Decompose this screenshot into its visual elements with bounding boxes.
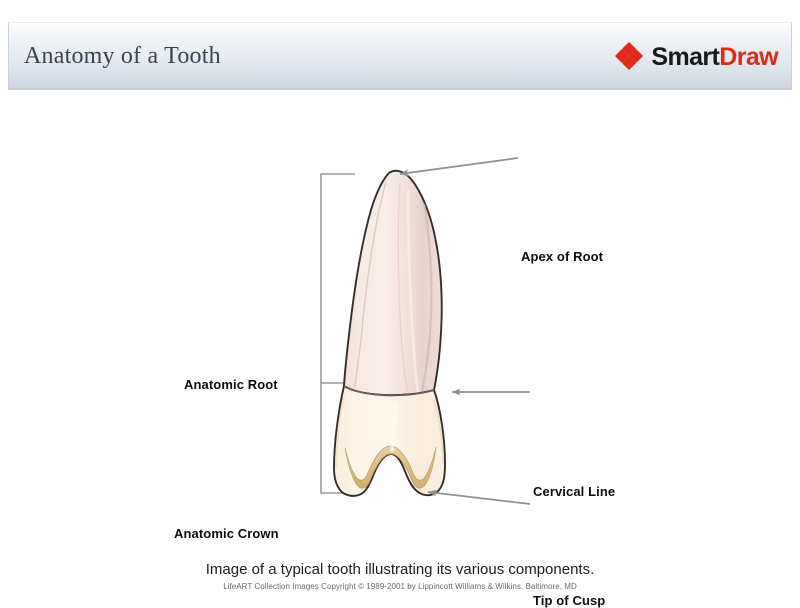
smartdraw-wordmark: SmartDraw bbox=[651, 44, 778, 70]
root-shading-left bbox=[354, 181, 387, 388]
label-cervical-line: Cervical Line bbox=[533, 484, 616, 499]
root-highlight bbox=[406, 190, 420, 393]
label-tip-of-cusp: Tip of Cusp bbox=[533, 593, 606, 608]
label-anatomic-crown: Anatomic Crown bbox=[174, 526, 279, 541]
smartdraw-logo[interactable]: SmartDraw bbox=[615, 41, 779, 71]
leader-apex bbox=[399, 157, 519, 177]
root-shading-right bbox=[420, 203, 433, 392]
root-shading-center bbox=[397, 183, 409, 394]
logo-text-smart: Smart bbox=[651, 43, 720, 71]
label-apex-of-root: Apex of Root bbox=[521, 249, 604, 264]
leader-cusp bbox=[427, 489, 531, 505]
figure-caption: Image of a typical tooth illustrating it… bbox=[205, 561, 595, 578]
page-title: Anatomy of a Tooth bbox=[24, 43, 221, 69]
tooth-crown-shape bbox=[333, 385, 446, 497]
label-anatomic-root: Anatomic Root bbox=[184, 377, 278, 392]
crown-dentin-band bbox=[344, 445, 437, 489]
tooth-diagram: Apex of Root Cervical Line Tip of Cusp A… bbox=[0, 96, 800, 608]
cervical-line-curve bbox=[343, 385, 435, 396]
crown-highlight bbox=[390, 403, 398, 453]
crown-shading-right bbox=[432, 398, 445, 465]
crown-shading-left bbox=[335, 396, 345, 469]
logo-text-draw: Draw bbox=[719, 43, 778, 71]
smartdraw-diamond-icon bbox=[615, 41, 644, 71]
copyright-credit: LifeART Collection Images Copyright © 19… bbox=[223, 582, 577, 591]
header-band bbox=[8, 22, 792, 90]
